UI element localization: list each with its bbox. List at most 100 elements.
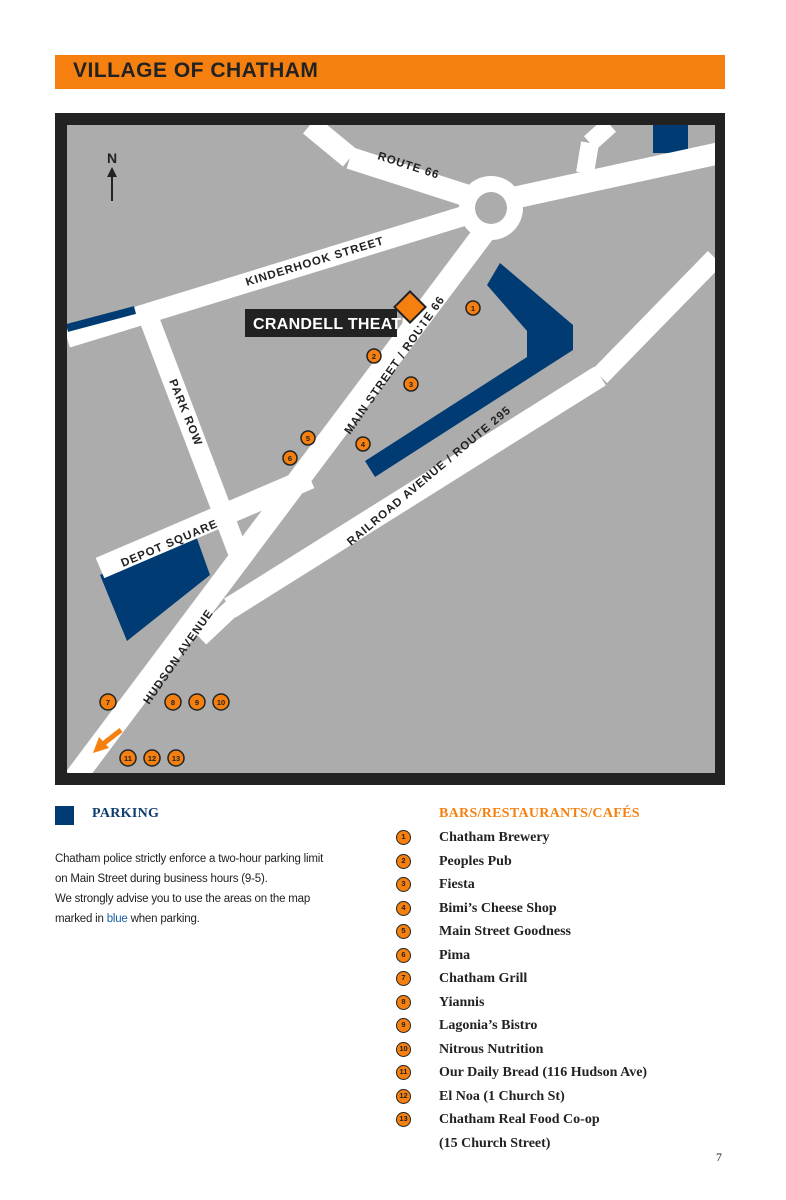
list-item-name: Peoples Pub [439, 853, 512, 869]
theatre-marker-icon [393, 290, 427, 324]
svg-text:5: 5 [306, 434, 310, 443]
list-item-number: 3 [396, 877, 411, 892]
list-item-name: Nitrous Nutrition [439, 1041, 544, 1057]
svg-text:8: 8 [171, 698, 175, 707]
list-item-name: Chatham Brewery [439, 830, 550, 845]
list-item: 9 Lagonia’s Bistro [396, 1017, 736, 1041]
list-item: 6 Pima [396, 947, 736, 971]
north-label: N [107, 150, 117, 166]
marker-4: 4 [355, 436, 371, 452]
svg-text:12: 12 [148, 754, 156, 763]
list-item-number: 13 [396, 1112, 411, 1127]
svg-text:6: 6 [288, 454, 292, 463]
marker-8: 8 [164, 693, 182, 711]
list-item: 3 Fiesta [396, 876, 736, 900]
road-north-branch-end [583, 125, 617, 150]
list-item-name: El Noa (1 Church St) [439, 1088, 565, 1104]
bars-heading: BARS/RESTAURANTS/CAFÉS [439, 806, 640, 821]
svg-text:9: 9 [195, 698, 199, 707]
list-item-number: 11 [396, 1065, 411, 1080]
road-depot-connector [233, 483, 302, 568]
list-item: 1 Chatham Brewery [396, 829, 736, 853]
road-north-branch [576, 141, 599, 175]
marker-2: 2 [366, 348, 382, 364]
parking-blue-word: blue [106, 913, 128, 925]
list-item-number: 9 [396, 1018, 411, 1033]
list-item-number: 10 [396, 1041, 411, 1057]
road-railroad-avenue-north [592, 251, 715, 383]
marker-1: 1 [465, 300, 481, 316]
parking-area-depot [100, 533, 210, 641]
list-item-name: Lagonia’s Bistro [439, 1018, 538, 1033]
road-railroad-join [193, 598, 242, 645]
direction-arrow-icon [93, 728, 123, 753]
list-item: 5 Main Street Goodness [396, 923, 736, 947]
list-item-name: Yiannis [439, 994, 485, 1010]
svg-text:2: 2 [372, 352, 376, 361]
parking-strip-kinderhook [67, 306, 137, 332]
svg-text:1: 1 [471, 304, 475, 313]
list-item-number: 7 [396, 971, 411, 986]
marker-6: 6 [282, 450, 298, 466]
page-number: 7 [716, 1150, 722, 1164]
roundabout-center [475, 192, 507, 224]
list-item-name: Fiesta [439, 877, 475, 892]
svg-text:3: 3 [409, 380, 413, 389]
list-item-name: Chatham Grill [439, 971, 528, 986]
bars-list: 1 Chatham Brewery 2 Peoples Pub 3 Fiesta 4 B… [396, 829, 736, 1158]
theatre-label: CRANDELL THEATRE [253, 316, 424, 333]
parking-line-4-prefix: marked in [55, 913, 107, 925]
parking-line-4: marked in blue when parking. [55, 909, 355, 929]
list-item-name: Bimi’s Cheese Shop [439, 900, 557, 916]
road-depot-square [95, 467, 315, 579]
svg-text:4: 4 [361, 440, 366, 449]
list-item-name: Our Daily Bread (116 Hudson Ave) [439, 1065, 648, 1080]
list-item-name: Chatham Real Food Co-op [439, 1112, 600, 1127]
list-item-number: 12 [396, 1088, 411, 1104]
theatre-label-box [245, 309, 397, 337]
parking-line-3: We strongly advise you to use the areas … [55, 893, 311, 905]
marker-5: 5 [300, 430, 316, 446]
list-item-number: 2 [396, 853, 411, 869]
list-item-number: 6 [396, 947, 411, 963]
marker-3: 3 [403, 376, 419, 392]
parking-area-east [365, 263, 573, 477]
list-item: 11 Our Daily Bread (116 Hudson Ave) [396, 1064, 736, 1088]
list-item-name: (15 Church Street) [439, 1135, 551, 1151]
page-title: VILLAGE OF CHATHAM [73, 59, 319, 82]
list-item: 7 Chatham Grill [396, 970, 736, 994]
parking-legend-swatch [55, 806, 74, 825]
road-route66-north [302, 125, 358, 167]
svg-text:7: 7 [106, 698, 110, 707]
parking-line-2: on Main Street during business hours (9-… [55, 873, 268, 885]
marker-12: 12 [143, 749, 161, 767]
marker-7: 7 [99, 693, 117, 711]
list-item-number: 8 [396, 994, 411, 1010]
road-route66-east [487, 142, 715, 214]
list-item-number: 1 [396, 830, 411, 845]
list-item: 2 Peoples Pub [396, 853, 736, 877]
list-item-name: Pima [439, 947, 471, 963]
north-arrow-icon [107, 167, 117, 177]
village-map: N ROUTE 66 KINDERHOOK STREET PARK ROW MA… [55, 113, 725, 785]
svg-text:13: 13 [172, 754, 180, 763]
marker-10: 10 [212, 693, 230, 711]
svg-text:11: 11 [124, 754, 132, 763]
parking-line-4-suffix: when parking. [127, 913, 200, 925]
parking-line-1: Chatham police strictly enforce a two-ho… [55, 853, 324, 865]
list-item: 10 Nitrous Nutrition [396, 1041, 736, 1065]
parking-description: Chatham police strictly enforce a two-ho… [55, 849, 355, 929]
list-item-number: 5 [396, 924, 411, 939]
list-item: 13 Chatham Real Food Co-op [396, 1111, 736, 1135]
list-item-name: Main Street Goodness [439, 924, 571, 939]
marker-9: 9 [188, 693, 206, 711]
list-item: 12 El Noa (1 Church St) [396, 1088, 736, 1112]
map-svg: N ROUTE 66 KINDERHOOK STREET PARK ROW MA… [55, 113, 725, 785]
parking-heading: PARKING [92, 806, 160, 821]
marker-13: 13 [167, 749, 185, 767]
list-item-number: 4 [396, 900, 411, 916]
marker-11: 11 [119, 749, 137, 767]
svg-text:10: 10 [217, 698, 225, 707]
parking-area-top-right [653, 125, 688, 153]
list-item: 4 Bimi’s Cheese Shop [396, 900, 736, 924]
